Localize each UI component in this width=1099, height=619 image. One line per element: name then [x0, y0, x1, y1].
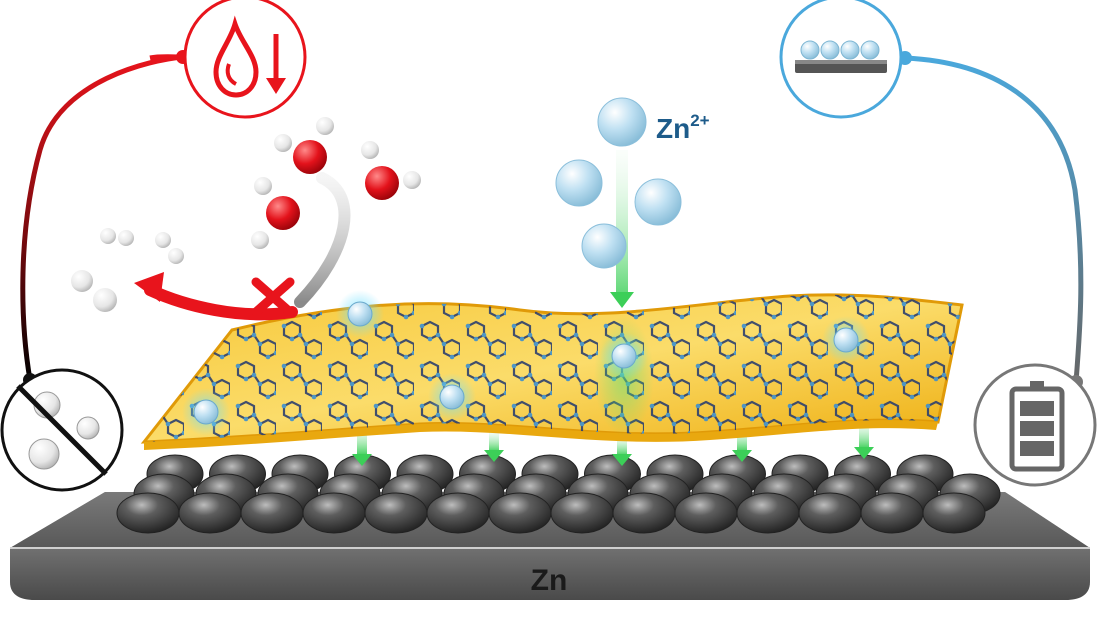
blocked-cross-icon	[251, 277, 295, 317]
zn-sphere	[116, 492, 180, 534]
film-zinc-ion	[428, 373, 476, 421]
ion-label: Zn2+	[656, 111, 710, 144]
water-molecules	[71, 117, 421, 321]
uniform-deposition-icon	[779, 0, 903, 119]
flux-arrow	[352, 424, 372, 466]
film-zinc-ion	[182, 388, 230, 436]
film-zinc-ion	[336, 290, 384, 338]
zn-sphere	[674, 492, 738, 534]
zn-deposit-spheres	[116, 454, 1001, 534]
flux-arrow	[612, 435, 632, 466]
incoming-zn-ions: Zn2+	[555, 97, 710, 308]
zn-sphere	[240, 492, 304, 534]
zn-sphere	[798, 492, 862, 534]
zn-sphere	[550, 492, 614, 534]
zn-sphere	[612, 492, 676, 534]
substrate-label: Zn	[531, 564, 568, 597]
film-zinc-ions	[182, 290, 870, 436]
film-zinc-ion	[594, 316, 654, 436]
zn-substrate: Zn	[10, 454, 1090, 600]
water-drop-down-icon	[183, 0, 307, 119]
flux-arrow	[854, 420, 874, 459]
zn-sphere	[178, 492, 242, 534]
zn-sphere	[488, 492, 552, 534]
flux-arrow	[732, 426, 752, 462]
zn-sphere	[922, 492, 986, 534]
flux-arrow	[484, 430, 504, 462]
zn-sphere	[736, 492, 800, 534]
battery-icon	[973, 363, 1097, 487]
zn-sphere	[860, 492, 924, 534]
zn-sphere	[364, 492, 428, 534]
ion-flux-arrows	[352, 420, 874, 466]
film-zinc-ion	[822, 316, 870, 364]
zn-sphere	[426, 492, 490, 534]
no-gas-bubbles-icon	[0, 368, 124, 492]
zn-sphere	[302, 492, 366, 534]
